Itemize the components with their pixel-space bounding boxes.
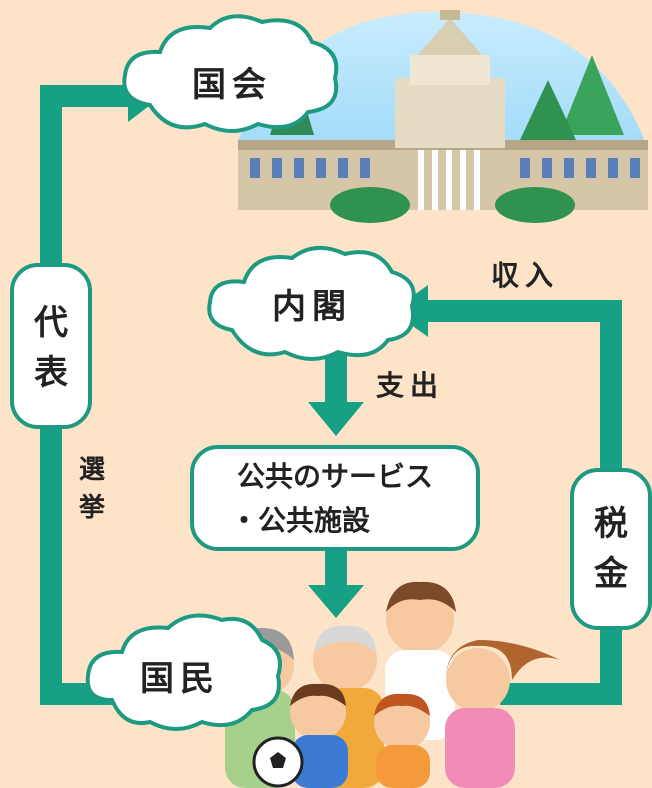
- tax-char-2: 金: [593, 554, 629, 594]
- election-edge-label: 選 挙: [78, 455, 106, 523]
- income-label: 収入: [491, 259, 559, 292]
- diet-node: 国会: [122, 14, 339, 133]
- public-service-line2: ・公共施設: [230, 504, 371, 537]
- public-service-line1: 公共のサービス: [237, 460, 433, 493]
- cabinet-label: 内閣: [272, 287, 352, 327]
- public-service-node: 公共のサービス ・公共施設: [190, 445, 480, 551]
- representation-edge-box: 代 表: [10, 263, 92, 429]
- representation-char-2: 表: [34, 353, 68, 393]
- citizens-label: 国民: [140, 659, 220, 699]
- election-char-1: 選: [79, 455, 105, 485]
- expenditure-label: 支出: [376, 369, 444, 402]
- diet-building-illustration: [238, 10, 648, 223]
- diet-label: 国会: [192, 65, 272, 105]
- citizens-node: 国民: [85, 613, 282, 731]
- tax-char-1: 税: [594, 504, 628, 544]
- tax-edge-box: 税 金: [570, 468, 652, 630]
- representation-char-1: 代: [33, 303, 68, 343]
- election-char-2: 挙: [78, 493, 106, 523]
- cabinet-node: 内閣: [207, 246, 416, 361]
